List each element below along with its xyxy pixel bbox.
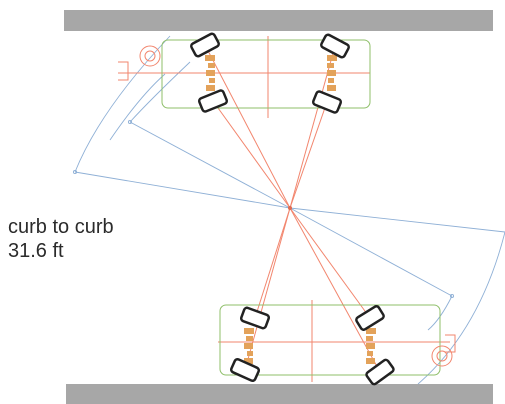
sweep-ray-4 bbox=[289, 207, 453, 297]
sweep-ray-2 bbox=[129, 121, 291, 209]
sweep-marker-3 bbox=[449, 293, 455, 299]
sweep-arc-bottom-outer bbox=[417, 231, 505, 385]
steering-knuckle-icon bbox=[205, 55, 337, 91]
sweep-ray-1 bbox=[74, 171, 291, 209]
top-vehicle-hitch-circle-inner bbox=[144, 50, 156, 62]
steer-line-bottom-right-front bbox=[289, 207, 371, 319]
bottom-curb bbox=[66, 384, 493, 404]
turning-center-icon bbox=[288, 206, 292, 210]
sweep-marker-2 bbox=[127, 119, 133, 125]
bottom-vehicle bbox=[219, 304, 453, 386]
tire-icon bbox=[229, 305, 395, 386]
steer-line-top-left-front bbox=[204, 44, 291, 209]
steer-line-top-left-rear bbox=[212, 100, 291, 209]
bottom-vehicle-hitch-circle bbox=[431, 345, 453, 367]
caption-label: curb to curb bbox=[8, 216, 114, 238]
steering-lines bbox=[118, 36, 456, 382]
caption-value: 31.6 ft bbox=[8, 240, 64, 262]
top-vehicle-hitch-circle bbox=[139, 45, 161, 67]
steer-line-bottom-left-front bbox=[254, 207, 291, 319]
bottom-vehicle-hitch-circle-inner bbox=[436, 350, 448, 362]
top-curb bbox=[64, 10, 493, 31]
sweep-arc-top-mid bbox=[109, 73, 166, 141]
steer-line-bottom-right-rear bbox=[289, 207, 381, 373]
sweep-arc-top-outer bbox=[74, 35, 171, 173]
top-vehicle-chassis bbox=[161, 39, 371, 109]
top-bumper-hook bbox=[118, 61, 129, 81]
steering-knuckle-icon bbox=[244, 328, 376, 364]
sweep-arcs bbox=[72, 35, 505, 385]
top-vehicle bbox=[139, 32, 371, 114]
steer-line-top-right-rear bbox=[289, 101, 328, 209]
sweep-arc-top-inner bbox=[129, 61, 191, 123]
tire-icon bbox=[190, 32, 350, 114]
bottom-bumper-hook bbox=[445, 334, 456, 353]
sweep-marker-1 bbox=[72, 169, 78, 175]
bottom-vehicle-chassis bbox=[219, 304, 441, 376]
sweep-ray-3 bbox=[289, 207, 505, 233]
